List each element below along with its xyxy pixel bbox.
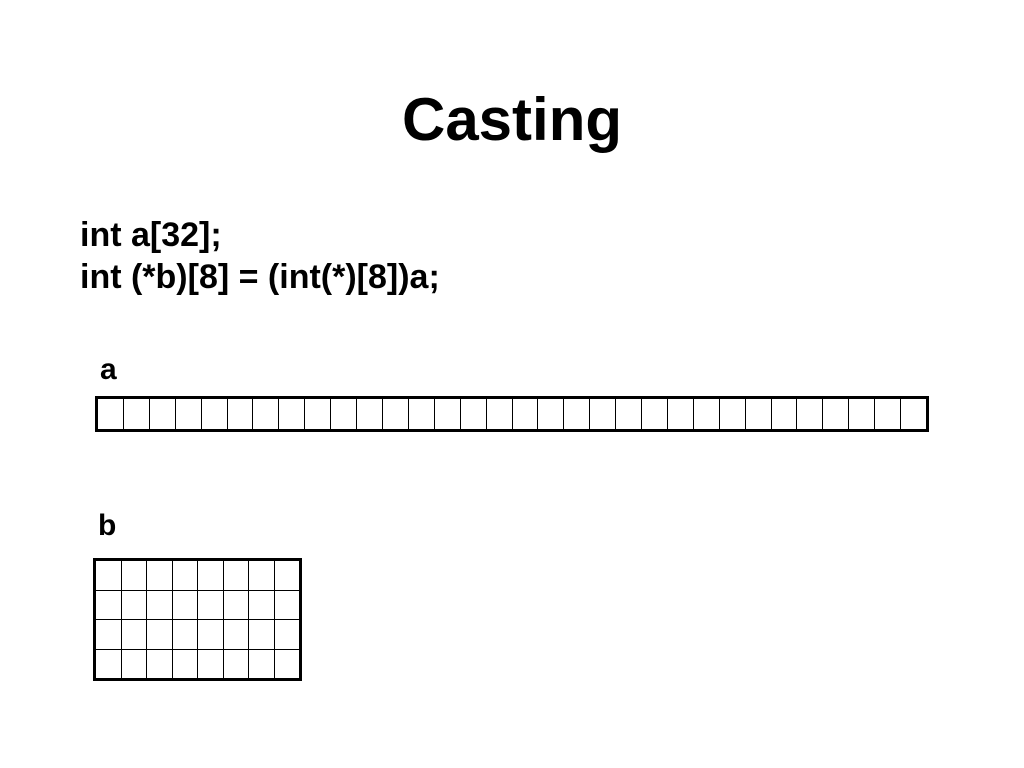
array-b-cell — [122, 620, 147, 649]
array-a-cell — [797, 399, 824, 429]
array-b-cell — [198, 649, 224, 678]
array-a-cell — [305, 399, 332, 429]
array-a-cell — [279, 399, 306, 429]
array-b-cell — [122, 590, 147, 619]
array-a-diagram — [95, 396, 929, 432]
slide-title: Casting — [401, 86, 623, 153]
array-a-cell — [487, 399, 513, 429]
array-a-cell — [98, 399, 124, 429]
array-b-cell — [96, 649, 122, 678]
array-b-cell — [198, 561, 224, 590]
array-b-row — [96, 620, 299, 650]
array-b-cell — [224, 620, 249, 649]
array-a-cell — [642, 399, 668, 429]
array-b-cell — [122, 649, 147, 678]
array-a-cell — [823, 399, 850, 429]
array-a-cell — [746, 399, 772, 429]
array-a-cell — [694, 399, 720, 429]
array-a-cell — [124, 399, 150, 429]
array-b-cell — [249, 561, 275, 590]
array-b-row — [96, 590, 300, 620]
array-b-cell — [275, 561, 300, 590]
array-a-cell — [772, 399, 798, 429]
array-a-cell — [228, 399, 254, 429]
array-b-cell — [198, 590, 224, 619]
code-block: int a[32]; int (*b)[8] = (int(*)[8])a; — [80, 214, 440, 298]
array-b-cell — [224, 561, 249, 590]
array-a-cell — [383, 399, 409, 429]
array-b-cell — [198, 620, 224, 649]
array-a-label: a — [100, 353, 117, 386]
array-b-row — [96, 649, 300, 679]
array-b-cell — [96, 590, 122, 619]
array-a-cell — [202, 399, 228, 429]
array-b-diagram — [93, 558, 302, 681]
array-a-cell — [461, 399, 487, 429]
array-b-cell — [96, 561, 122, 590]
array-b-cell — [173, 590, 198, 619]
array-b-cell — [173, 649, 198, 678]
array-b-cell — [96, 620, 122, 649]
array-a-cell — [720, 399, 746, 429]
array-a-cell — [357, 399, 383, 429]
array-a-cell — [564, 399, 591, 429]
array-b-cell — [224, 590, 249, 619]
array-b-cell — [147, 649, 173, 678]
array-b-cell — [147, 590, 173, 619]
array-a-cell — [513, 399, 539, 429]
array-a-cell — [668, 399, 694, 429]
array-a-cell — [875, 399, 902, 429]
array-b-cell — [224, 649, 249, 678]
array-a-cell — [176, 399, 202, 429]
array-b-cell — [249, 590, 275, 619]
array-a-cell — [331, 399, 358, 429]
array-a-cell — [590, 399, 617, 429]
array-b-cell — [249, 620, 275, 649]
code-line-cast-b: int (*b)[8] = (int(*)[8])a; — [80, 258, 440, 296]
array-b-cell — [275, 620, 300, 649]
array-a-cell — [409, 399, 435, 429]
array-b-cell — [122, 561, 147, 590]
array-b-cell — [147, 620, 173, 649]
array-b-cell — [173, 620, 198, 649]
array-a-cell — [150, 399, 176, 429]
array-a-cell — [901, 399, 926, 429]
array-b-cell — [147, 561, 173, 590]
array-a-cell — [435, 399, 461, 429]
array-b-row — [96, 561, 299, 591]
array-b-label: b — [98, 509, 117, 542]
array-b-cell — [173, 561, 198, 590]
array-b-cell — [249, 649, 275, 678]
array-b-cell — [275, 650, 300, 679]
array-a-cell — [616, 399, 643, 429]
array-b-cell — [275, 591, 300, 620]
array-a-cell — [538, 399, 565, 429]
array-a-cell — [849, 399, 876, 429]
code-line-declare-a: int a[32]; — [80, 216, 222, 254]
array-a-cell — [253, 399, 280, 429]
